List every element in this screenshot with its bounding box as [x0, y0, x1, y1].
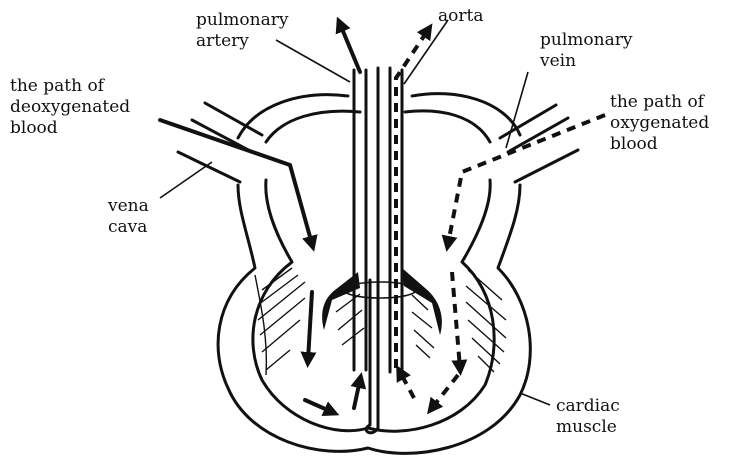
right-valve — [402, 268, 442, 335]
label-oxygenated-path: the path of oxygenated blood — [610, 92, 709, 155]
label-pulmonary-vein: pulmonary vein — [540, 30, 632, 72]
septum — [366, 280, 378, 433]
heart-inner-wall — [253, 111, 494, 431]
label-deoxygenated-path: the path of deoxygenated blood — [10, 76, 130, 139]
deoxygenated-path — [160, 120, 360, 412]
pulmonary-artery — [340, 24, 378, 370]
cardiac-muscle-hatching — [255, 268, 506, 375]
label-vena-cava: vena cava — [108, 196, 149, 238]
heart-outer-wall — [218, 94, 530, 454]
label-aorta: aorta — [438, 6, 483, 27]
pulmonary-vein — [500, 105, 578, 182]
oxygenated-path — [400, 115, 605, 408]
label-cardiac-muscle: cardiac muscle — [556, 396, 620, 438]
label-pulmonary-artery: pulmonary artery — [196, 10, 288, 52]
